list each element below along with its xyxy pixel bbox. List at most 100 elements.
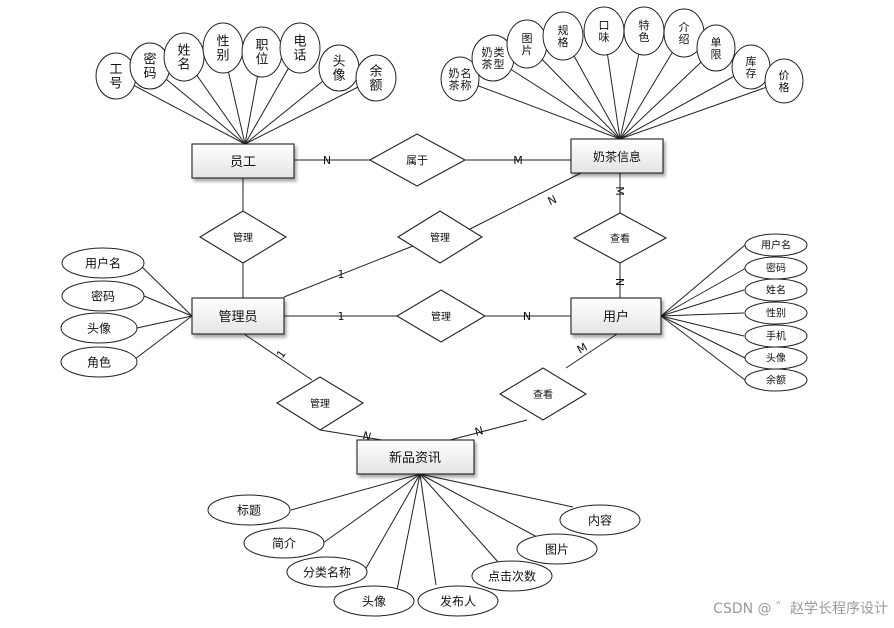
entity-admin-label: 管理员 <box>218 310 257 325</box>
attribute-label: 余额 <box>369 64 382 94</box>
attribute-news-5[interactable]: 点击次数 <box>471 560 553 592</box>
attribute-label: 用户名 <box>85 255 121 270</box>
entity-staff-label: 员工 <box>230 155 256 170</box>
card-admin-tea: 1 <box>338 268 345 281</box>
attribute-milktea-5[interactable]: 特色 <box>623 6 665 56</box>
attribute-admin-3[interactable]: 角色 <box>60 346 138 378</box>
attribute-news-3[interactable]: 头像 <box>333 585 415 617</box>
attribute-ellipse <box>744 301 808 325</box>
attribute-news-4[interactable]: 发布人 <box>417 585 499 617</box>
attribute-user-6[interactable]: 余额 <box>744 368 808 392</box>
attribute-milktea-9[interactable]: 价格 <box>764 58 804 104</box>
attribute-ellipse <box>61 247 145 279</box>
attribute-milktea-4[interactable]: 口味 <box>583 6 625 56</box>
attribute-admin-1[interactable]: 密码 <box>61 280 145 312</box>
attribute-label: 性别 <box>216 35 229 64</box>
attribute-label: 单限 <box>711 36 722 61</box>
relationship-staff-manage[interactable]: 管理 <box>198 210 288 264</box>
attribute-user-0[interactable]: 用户名 <box>744 233 808 257</box>
attribute-milktea-1[interactable]: 奶茶类型 <box>471 34 515 82</box>
attribute-ellipse <box>60 346 138 378</box>
attribute-ellipse <box>440 56 480 102</box>
attribute-staff-6[interactable]: 头像 <box>318 44 360 92</box>
attribute-label: 特色 <box>639 18 650 44</box>
relationship-tea-view-label: 查看 <box>610 232 630 245</box>
attribute-label: 发布人 <box>440 593 476 608</box>
attribute-label: 角色 <box>87 355 111 369</box>
entity-staff[interactable]: 员工 <box>191 143 295 179</box>
relationship-user-manage[interactable]: 管理 <box>395 289 487 343</box>
attribute-ellipse <box>471 560 553 592</box>
attribute-news-6[interactable]: 图片 <box>516 533 598 565</box>
attribute-label: 性别 <box>766 307 786 320</box>
attribute-label: 标题 <box>237 503 261 517</box>
attribute-admin-2[interactable]: 头像 <box>60 312 138 344</box>
relationship-belongs[interactable]: 属于 <box>368 133 467 187</box>
attribute-news-7[interactable]: 内容 <box>559 504 641 536</box>
attribute-user-4[interactable]: 手机 <box>744 324 808 348</box>
card-news-admin: N <box>361 429 372 444</box>
relationship-staff-manage-label: 管理 <box>233 231 253 244</box>
attribute-label: 图片 <box>545 542 569 556</box>
attribute-ellipse <box>696 24 736 72</box>
relationship-user-manage-label: 管理 <box>431 310 451 323</box>
attribute-user-1[interactable]: 密码 <box>744 256 808 280</box>
attribute-label: 工号 <box>109 63 122 92</box>
card-tea-view: M <box>613 186 626 196</box>
attribute-user-2[interactable]: 姓名 <box>744 278 808 302</box>
attribute-news-0[interactable]: 标题 <box>207 494 291 526</box>
attribute-news-1[interactable]: 简介 <box>243 527 325 559</box>
attribute-milktea-7[interactable]: 单限 <box>696 24 736 72</box>
attribute-news-2[interactable]: 分类名称 <box>286 556 368 588</box>
attribute-staff-3[interactable]: 性别 <box>202 22 244 74</box>
watermark: CSDN @ ゛赵学长程序设计 <box>713 601 888 617</box>
attribute-milktea-2[interactable]: 图片 <box>506 19 548 69</box>
entity-user-label: 用户 <box>603 309 629 325</box>
attribute-milktea-0[interactable]: 奶茶名称 <box>440 56 480 102</box>
attribute-staff-7[interactable]: 余额 <box>355 54 397 102</box>
card-user-tea: N <box>613 278 626 286</box>
relationship-news-view[interactable]: 查看 <box>498 367 588 421</box>
attribute-milktea-3[interactable]: 规格 <box>542 11 584 61</box>
attribute-label: 头像 <box>766 353 786 365</box>
attribute-milktea-8[interactable]: 库存 <box>731 44 771 90</box>
attribute-label: 库存 <box>746 55 757 80</box>
attribute-staff-0[interactable]: 工号 <box>95 52 137 100</box>
relationship-belongs-label: 属于 <box>406 154 428 167</box>
attribute-staff-1[interactable]: 密码 <box>129 42 171 90</box>
attribute-ellipse <box>744 278 808 302</box>
attribute-ellipse <box>286 556 368 588</box>
attribute-staff-2[interactable]: 姓名 <box>163 32 205 82</box>
attribute-label: 手机 <box>766 330 786 343</box>
relationship-news-manage[interactable]: 管理 <box>275 376 365 431</box>
relationship-tea-view[interactable]: 查看 <box>572 212 668 264</box>
attribute-label: 奶茶名称 <box>449 66 472 92</box>
attribute-label: 价格 <box>779 69 790 94</box>
attribute-ellipse <box>333 585 415 617</box>
attribute-label: 姓名 <box>177 44 190 73</box>
attribute-staff-5[interactable]: 电话 <box>279 22 321 74</box>
attribute-ellipse <box>417 585 499 617</box>
card-tea-admin: N <box>546 193 559 208</box>
attribute-user-5[interactable]: 头像 <box>744 346 808 370</box>
entity-milktea[interactable]: 奶茶信息 <box>570 138 664 174</box>
attribute-ellipse <box>764 58 804 104</box>
entity-news[interactable]: 新品资讯 <box>356 439 475 475</box>
attribute-admin-0[interactable]: 用户名 <box>61 247 145 279</box>
entity-news-label: 新品资讯 <box>389 450 441 466</box>
attribute-ellipse <box>207 494 291 526</box>
attribute-label: 用户名 <box>761 239 791 252</box>
attribute-label: 规格 <box>558 23 569 49</box>
card-staff-belongs: N <box>323 154 331 167</box>
attribute-label: 密码 <box>91 288 115 303</box>
attribute-label: 头像 <box>362 594 386 608</box>
attribute-user-3[interactable]: 性别 <box>744 301 808 325</box>
relationship-news-manage-label: 管理 <box>310 397 330 410</box>
attribute-label: 分类名称 <box>303 564 351 579</box>
relationship-tea-manage[interactable]: 管理 <box>396 210 484 264</box>
attribute-staff-4[interactable]: 职位 <box>241 26 283 78</box>
entity-user[interactable]: 用户 <box>570 297 662 335</box>
entity-admin[interactable]: 管理员 <box>191 297 285 335</box>
